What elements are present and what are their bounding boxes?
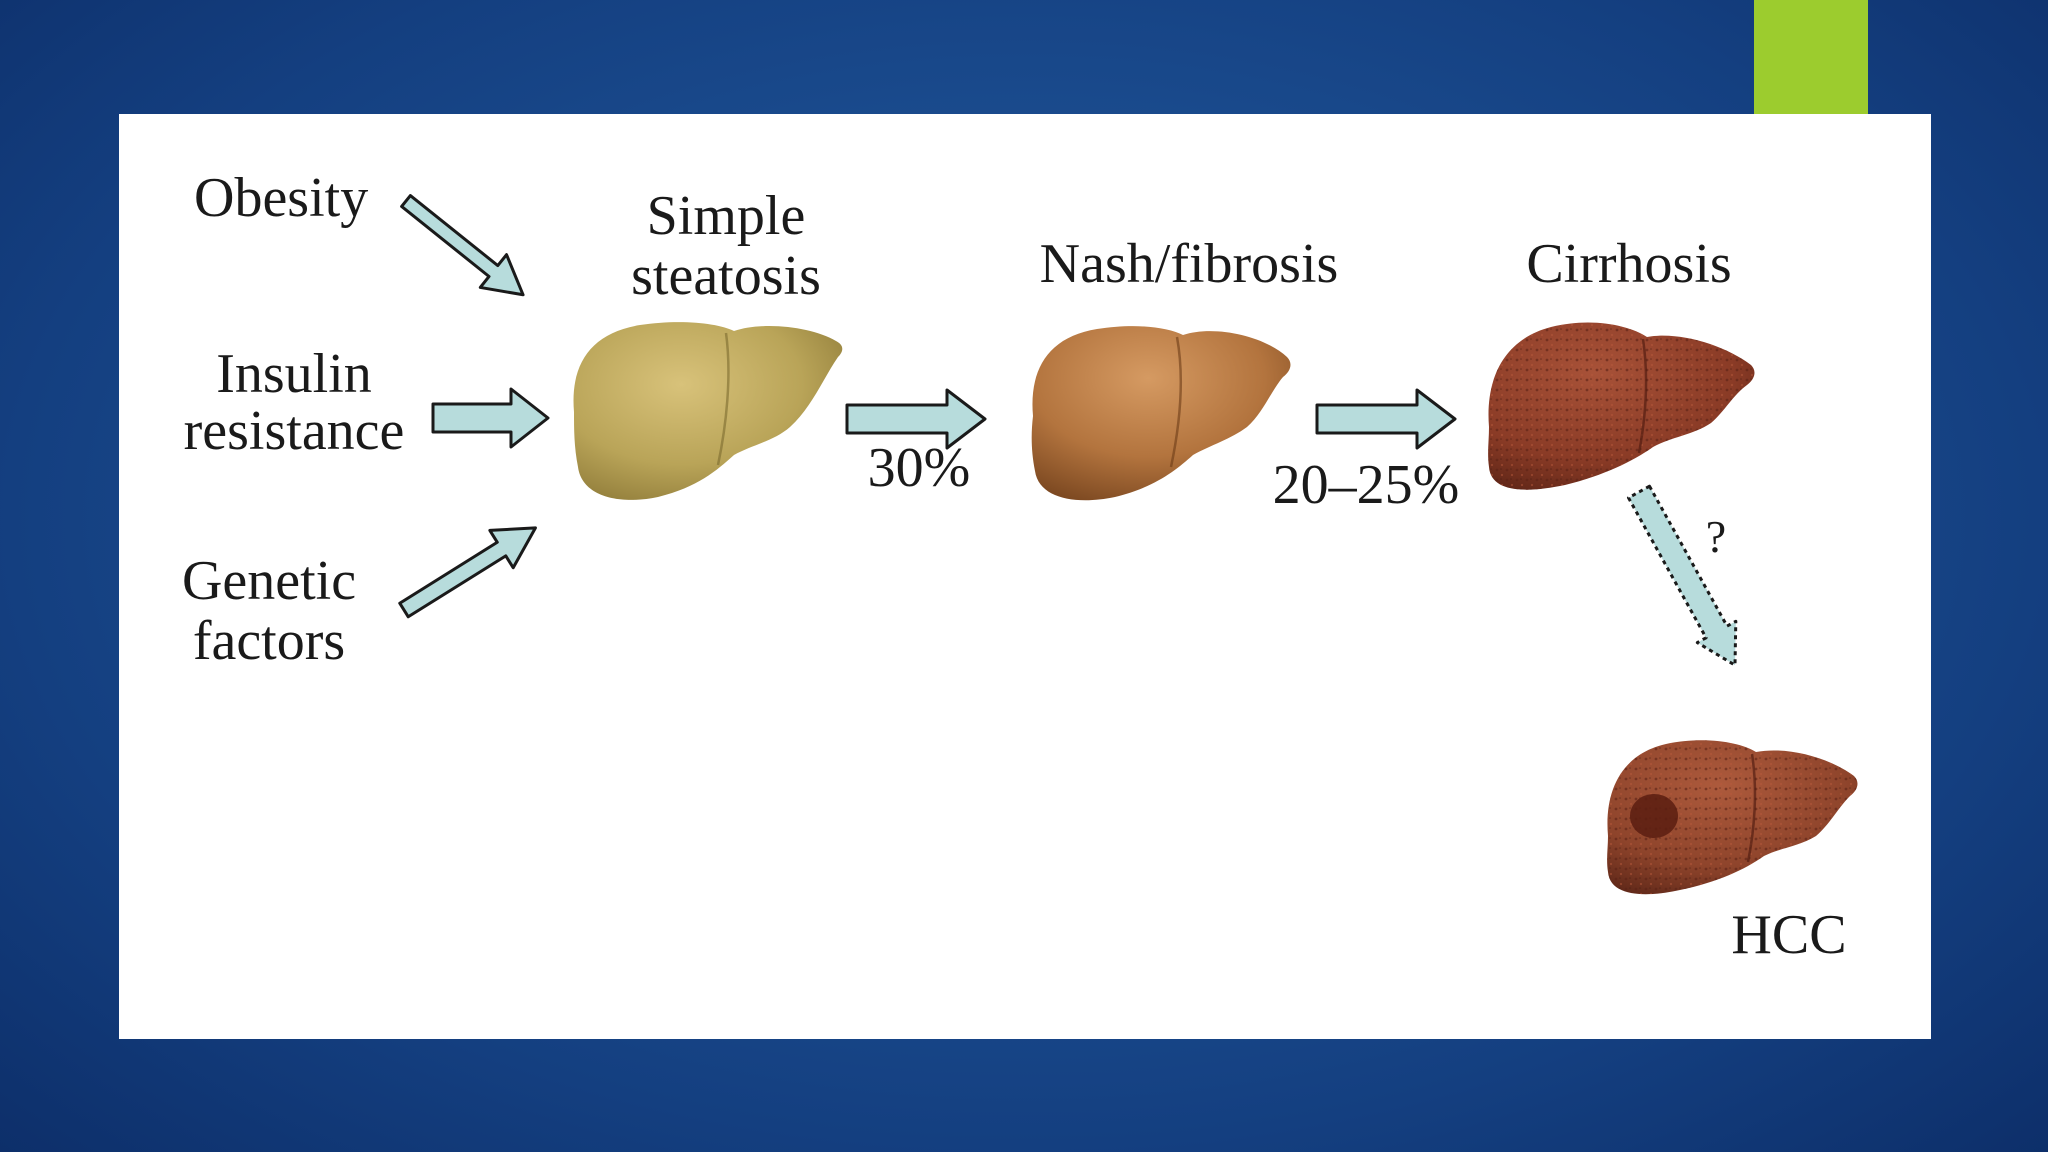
liver-hcc-tumor: [1630, 794, 1678, 838]
liver-hcc-texture: [1607, 740, 1858, 895]
liver-nash-lobe-line: [1169, 336, 1183, 468]
label-obesity: Obesity: [194, 167, 369, 229]
liver-hcc-lobe-line: [1746, 753, 1757, 863]
liver-steatosis: [573, 322, 843, 500]
label-transition-question: ?: [1705, 511, 1727, 562]
arrow-shape: [845, 388, 987, 450]
liver-nash-shape: [1031, 326, 1291, 501]
label-hcc: HCC: [1731, 904, 1847, 966]
label-cirrhosis: Cirrhosis: [1526, 233, 1732, 295]
arrow-nash-to-cirrhosis: [1315, 388, 1457, 450]
liver-hcc: [1607, 740, 1858, 895]
arrow-obesity: [400, 194, 525, 297]
liver-steatosis-lobe-line: [716, 332, 730, 466]
liver-cirrhosis-lobe-line: [1637, 338, 1648, 454]
arrow-shape: [1627, 484, 1738, 667]
liver-nash: [1031, 326, 1291, 501]
arrow-steatosis-to-nash: [845, 388, 987, 450]
arrow-shape: [400, 194, 525, 297]
arrow-shape: [398, 526, 537, 619]
diagram-panel: Obesity Insulin resistance Genetic facto…: [119, 114, 1931, 1039]
label-insulin-resistance: Insulin resistance: [183, 343, 405, 463]
label-transition-20-25: 20–25%: [1272, 454, 1460, 516]
liver-cirrhosis: [1488, 322, 1755, 490]
liver-cirrhosis-texture: [1488, 322, 1755, 490]
label-genetic-factors: Genetic factors: [181, 550, 357, 673]
accent-block: [1754, 0, 1868, 114]
arrow-shape: [431, 387, 550, 449]
arrow-insulin: [431, 387, 550, 449]
arrow-genetic: [398, 526, 537, 619]
diagram-graphics: [398, 194, 1858, 895]
label-nash-fibrosis: Nash/fibrosis: [1039, 233, 1339, 295]
liver-steatosis-shape: [573, 322, 843, 500]
arrow-shape: [1315, 388, 1457, 450]
label-simple-steatosis: Simple steatosis: [631, 185, 821, 308]
arrow-cirrhosis-to-hcc: [1627, 484, 1738, 667]
label-transition-30: 30%: [867, 437, 971, 499]
